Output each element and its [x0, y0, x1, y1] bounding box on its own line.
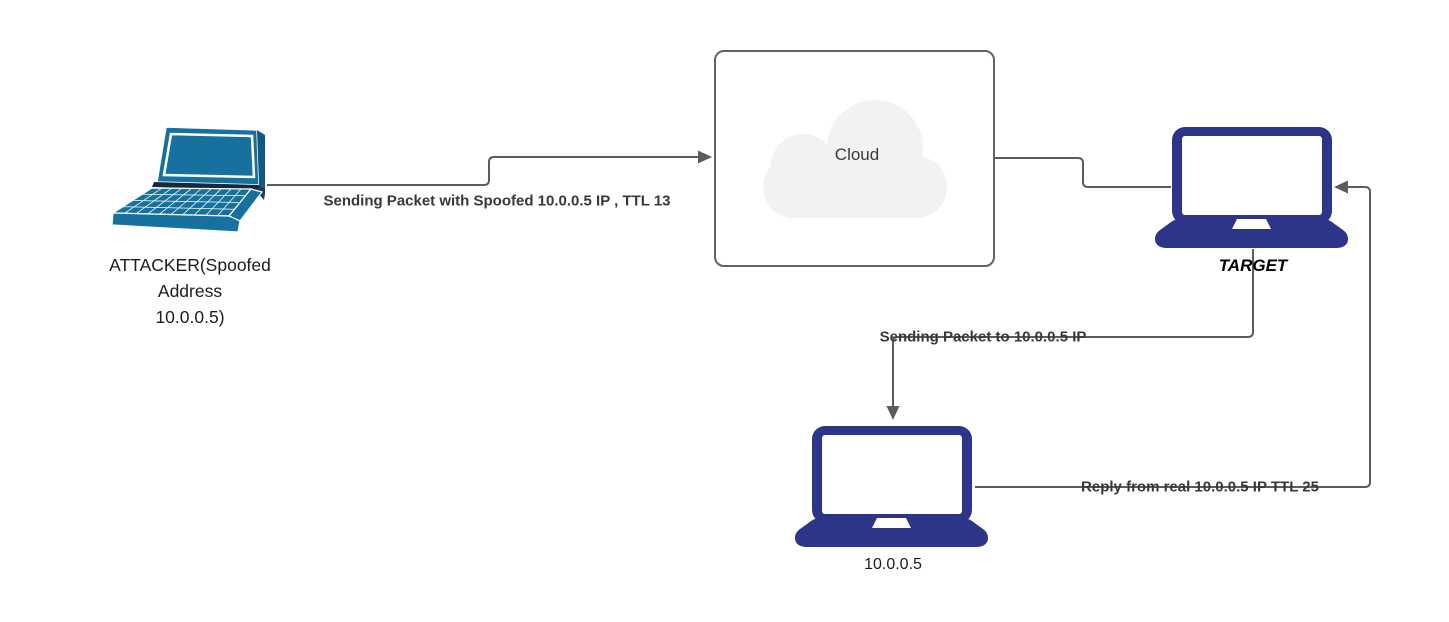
attacker-node-label: ATTACKER(Spoofed Address 10.0.0.5)	[109, 252, 271, 330]
arrowhead-left-icon	[1334, 180, 1348, 194]
edge-label-spoofed-packet: Sending Packet with Spoofed 10.0.0.5 IP …	[323, 192, 671, 210]
target-laptop-icon	[1155, 127, 1348, 248]
edge-target-to-real-host	[886, 249, 1254, 420]
cloud-icon	[763, 100, 947, 218]
attacker-label-line-2: Address	[157, 281, 223, 301]
edge-attacker-to-cloud	[267, 150, 712, 186]
edge-cloud-to-target	[995, 157, 1171, 188]
real-host-node-label: 10.0.0.5	[864, 556, 922, 573]
cloud-node: Cloud	[714, 50, 995, 267]
attacker-laptop-icon	[112, 126, 265, 233]
edge-real-host-to-target	[975, 180, 1371, 488]
edge-label-send-to-real: Sending Packet to 10.0.0.5 IP	[879, 328, 1087, 346]
attacker-label-line-1: ATTACKER(Spoofed	[109, 255, 271, 275]
edge-label-reply-real: Reply from real 10.0.0.5 IP TTL 25	[1081, 478, 1319, 496]
cloud-node-label: Cloud	[834, 145, 880, 164]
arrowhead-right-icon	[698, 150, 712, 164]
real-host-laptop-icon	[795, 426, 988, 547]
target-node-label: TARGET	[1218, 256, 1288, 275]
attacker-label-line-3: 10.0.0.5)	[155, 307, 225, 327]
arrowhead-down-icon	[886, 406, 900, 420]
